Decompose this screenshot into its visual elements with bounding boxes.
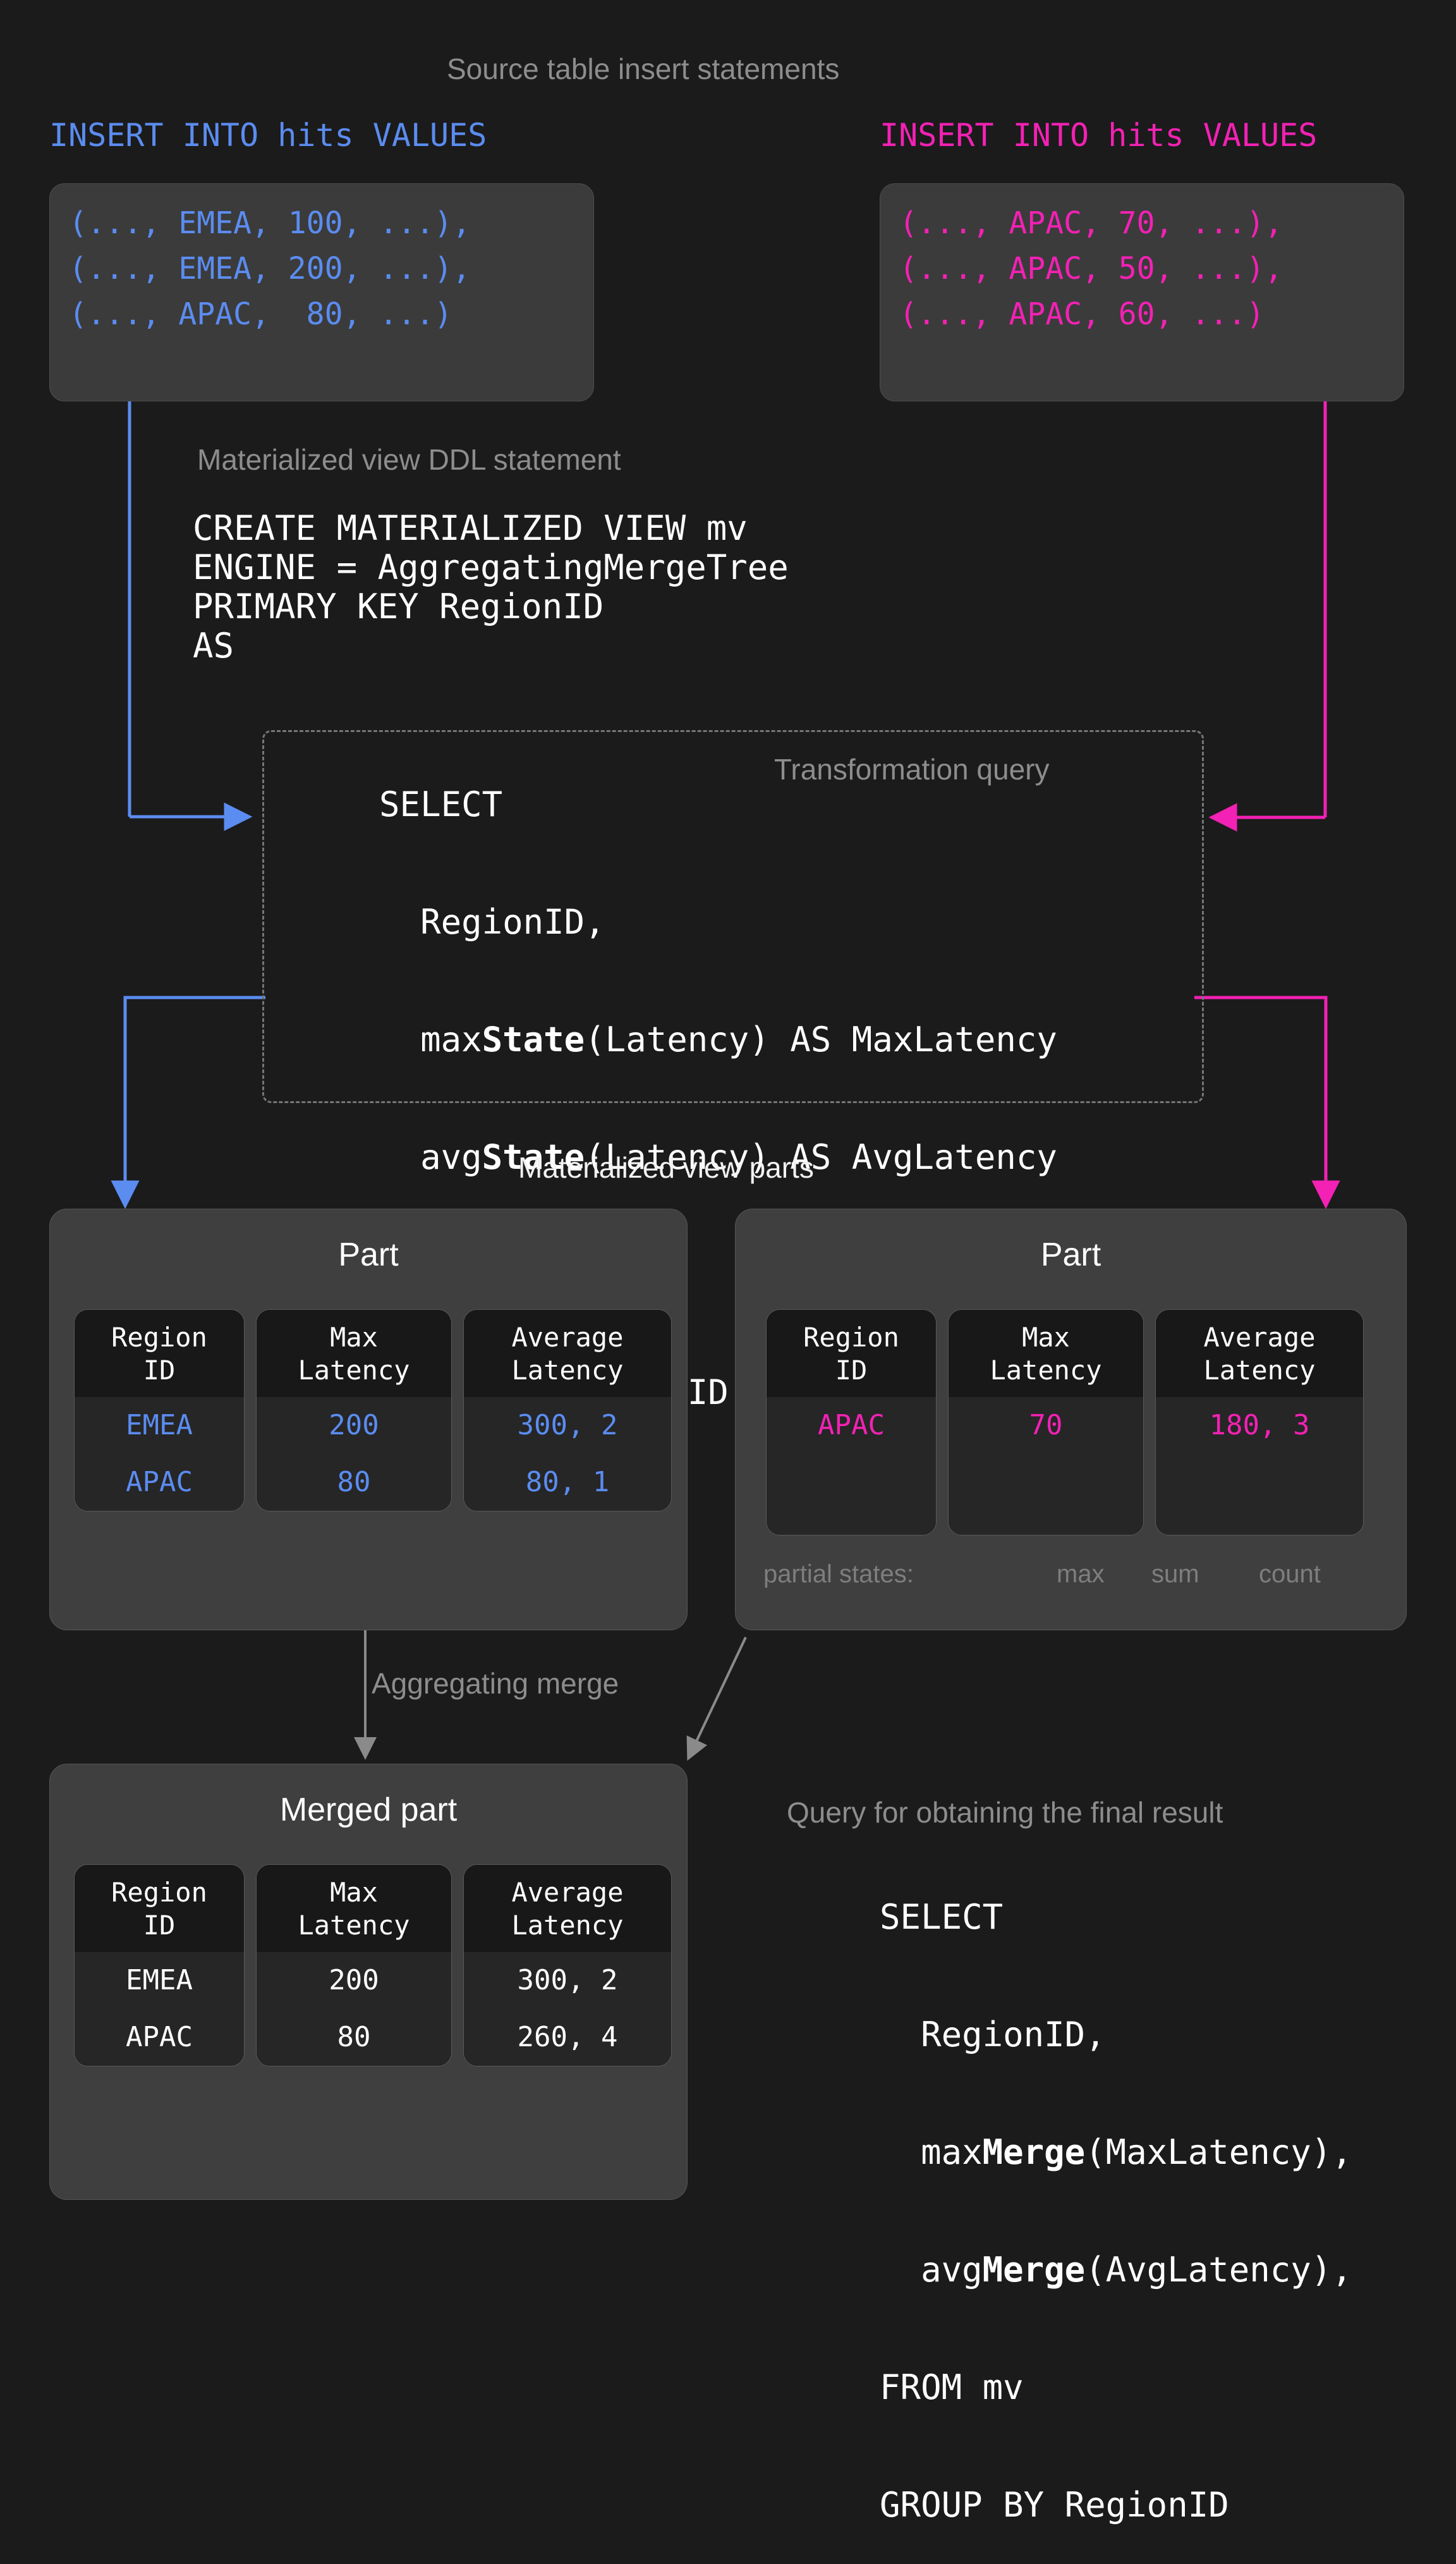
insert-left-row: (..., EMEA, 100, ...), [69,205,471,241]
cell: APAC [126,1466,193,1498]
cell: 300, 2 [517,1964,618,1996]
fq-line-pre: FROM mv [880,2367,1024,2407]
cell: 260, 4 [517,2021,618,2053]
tq-line: avgState(Latency) AS AvgLatency [297,1099,1057,1216]
merged-part-title: Merged part [279,1792,458,1828]
ddl-line: CREATE MATERIALIZED VIEW mv [193,508,748,548]
fq-line: maxMerge(MaxLatency), [798,2094,1352,2211]
fq-line: SELECT [798,1859,1352,1976]
tq-line-pre: RegionID, [379,902,605,942]
column-header: Region ID [767,1310,936,1397]
mv-parts-title: Materialized view parts [518,1151,814,1184]
tq-line: SELECT [297,746,1057,864]
cell: 70 [1029,1409,1063,1441]
tq-line-pre: max [379,1020,482,1059]
mv-part-right: Part Region ID APAC Max Latency 70 Avera… [735,1209,1407,1630]
merged-part: Merged part Region ID EMEA APAC Max Late… [49,1764,688,2200]
column-header: Region ID [75,1865,244,1952]
cell: 80, 1 [525,1466,610,1498]
merged-part-column-max: Max Latency 200 80 [256,1864,452,2066]
transformation-query-box [262,730,1204,1103]
partial-state-sum: sum [1151,1560,1199,1588]
fq-line: FROM mv [798,2329,1352,2446]
merged-part-column-region: Region ID EMEA APAC [74,1864,245,2066]
mv-part-left-column-avg: Average Latency 300, 2 80, 1 [463,1309,672,1511]
tq-line-pre: avg [379,1137,482,1177]
arrow-query-to-part-right [1194,996,1340,1209]
transformation-query-caption: Transformation query [774,753,1050,786]
insert-left-row: (..., EMEA, 200, ...), [69,251,471,286]
column-header: Average Latency [464,1310,671,1397]
mv-part-left-title: Part [338,1236,399,1273]
insert-right-row: (..., APAC, 50, ...), [899,251,1283,286]
ddl-line: ENGINE = AggregatingMergeTree [193,547,789,587]
column-header: Max Latency [949,1310,1143,1397]
final-query-code: SELECT RegionID, maxMerge(MaxLatency), a… [798,1859,1352,2564]
fq-line-bold: Merge [982,2132,1086,2172]
partial-state-max: max [1057,1560,1105,1588]
fq-line-bold: Merge [982,2250,1086,2290]
tq-line-pre: SELECT [379,784,503,824]
ddl-caption: Materialized view DDL statement [197,443,621,476]
cell: EMEA [126,1409,193,1441]
ddl-line: AS [193,626,234,666]
insert-right-row: (..., APAC, 70, ...), [899,205,1283,241]
arrow-merge-right [686,1637,747,1761]
tq-line-post: (Latency) AS MaxLatency [585,1020,1057,1059]
tq-line: maxState(Latency) AS MaxLatency [297,981,1057,1099]
mv-part-right-column-region: Region ID APAC [766,1309,937,1535]
tq-line-bold: State [482,1020,585,1059]
fq-line-pre: GROUP BY RegionID [880,2485,1229,2525]
column-header: Average Latency [1156,1310,1363,1397]
insert-left-header: INSERT INTO hits VALUES [49,117,487,154]
arrow-query-to-part-left [111,996,265,1209]
cell: 80 [337,1466,371,1498]
cell: APAC [818,1409,885,1441]
fq-line: RegionID, [798,1976,1352,2094]
insert-left-row: (..., APAC, 80, ...) [69,296,452,332]
fq-line-pre: max [880,2132,983,2172]
mv-part-right-column-avg: Average Latency 180, 3 [1155,1309,1364,1535]
cell: EMEA [126,1964,193,1996]
insert-right-header: INSERT INTO hits VALUES [880,117,1318,154]
fq-line-pre: RegionID, [880,2015,1106,2054]
cell: 80 [337,2021,371,2053]
insert-right-box: (..., APAC, 70, ...), (..., APAC, 50, ..… [880,183,1404,401]
cell: 200 [329,1964,379,1996]
column-header: Region ID [75,1310,244,1397]
source-inserts-title: Source table insert statements [447,52,840,85]
cell: 200 [329,1409,379,1441]
partial-state-count: count [1259,1560,1321,1588]
cell: 180, 3 [1209,1409,1310,1441]
tq-line: RegionID, [297,864,1057,981]
fq-line-pre: SELECT [880,1897,1004,1937]
fq-line-post: (MaxLatency), [1085,2132,1352,2172]
tq-line-post: (Latency) AS AvgLatency [585,1137,1057,1177]
mv-part-left-column-region: Region ID EMEA APAC [74,1309,245,1511]
insert-left-box: (..., EMEA, 100, ...), (..., EMEA, 200, … [49,183,594,401]
fq-line-pre: avg [880,2250,983,2290]
insert-right-row: (..., APAC, 60, ...) [899,296,1265,332]
tq-line-bold: State [482,1137,585,1177]
mv-part-right-title: Part [1040,1236,1101,1273]
cell: 300, 2 [517,1409,618,1441]
ddl-statement: CREATE MATERIALIZED VIEW mv ENGINE = Agg… [193,509,789,666]
ddl-line: PRIMARY KEY RegionID [193,587,604,626]
column-header: Max Latency [257,1865,451,1952]
cell: APAC [126,2021,193,2053]
mv-part-right-column-max: Max Latency 70 [948,1309,1144,1535]
column-header: Average Latency [464,1865,671,1952]
column-header: Max Latency [257,1310,451,1397]
fq-line: GROUP BY RegionID [798,2446,1352,2564]
final-query-caption: Query for obtaining the final result [787,1796,1223,1829]
mv-part-left-column-max: Max Latency 200 80 [256,1309,452,1511]
fq-line-post: (AvgLatency), [1085,2250,1352,2290]
merged-part-column-avg: Average Latency 300, 2 260, 4 [463,1864,672,2066]
mv-part-left: Part Region ID EMEA APAC Max Latency 200… [49,1209,688,1630]
aggregating-merge-label: Aggregating merge [372,1667,619,1700]
partial-states-label: partial states: [763,1560,914,1588]
fq-line: avgMerge(AvgLatency), [798,2211,1352,2329]
